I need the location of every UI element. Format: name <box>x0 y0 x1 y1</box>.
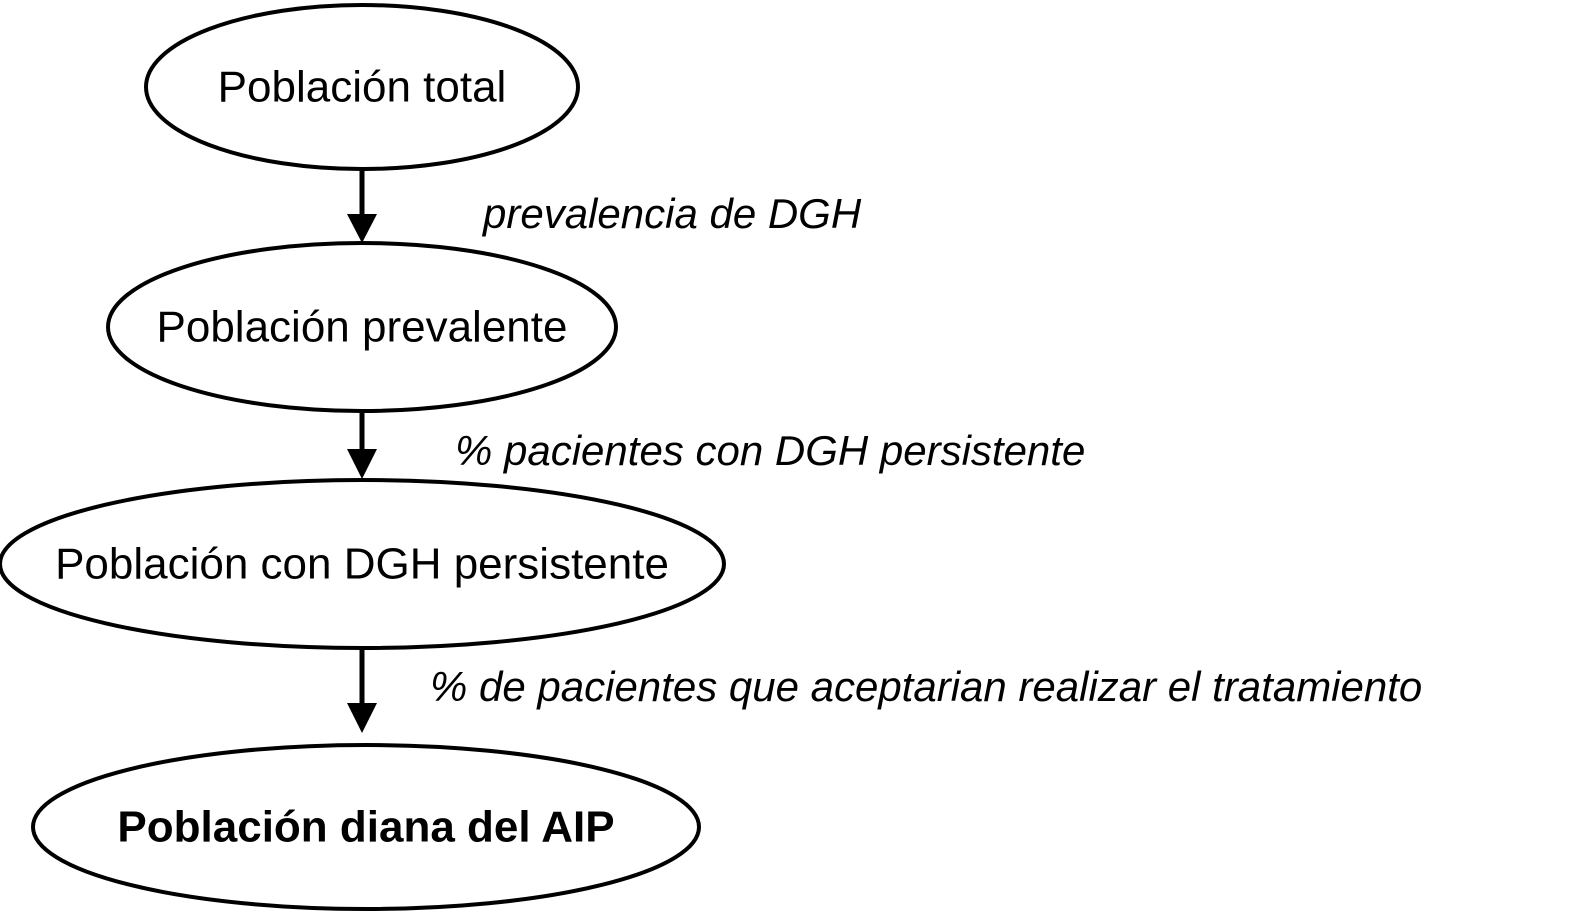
arrowhead-icon <box>347 449 377 479</box>
arrowhead-icon <box>347 214 377 243</box>
edge-3[interactable]: % de pacientes que aceptarian realizar e… <box>347 647 1422 733</box>
arrowhead-icon <box>347 703 377 733</box>
node-poblacion-diana-aip[interactable]: Población diana del AIP <box>31 743 701 911</box>
node-label: Población con DGH persistente <box>55 540 669 589</box>
node-label: Población diana del AIP <box>117 803 614 852</box>
edge-1[interactable]: prevalencia de DGH <box>347 168 862 243</box>
node-ellipse <box>31 743 701 911</box>
node-poblacion-total[interactable]: Población total <box>144 3 580 171</box>
edge-label: prevalencia de DGH <box>481 190 862 237</box>
edge-label: % pacientes con DGH persistente <box>455 427 1085 474</box>
edge-label: % de pacientes que aceptarian realizar e… <box>430 663 1422 710</box>
node-poblacion-prevalente[interactable]: Población prevalente <box>106 241 618 413</box>
node-label: Población prevalente <box>157 303 568 352</box>
edge-2[interactable]: % pacientes con DGH persistente <box>347 410 1085 479</box>
node-poblacion-dgh-persistente[interactable]: Población con DGH persistente <box>0 478 726 650</box>
node-label: Población total <box>218 63 507 112</box>
